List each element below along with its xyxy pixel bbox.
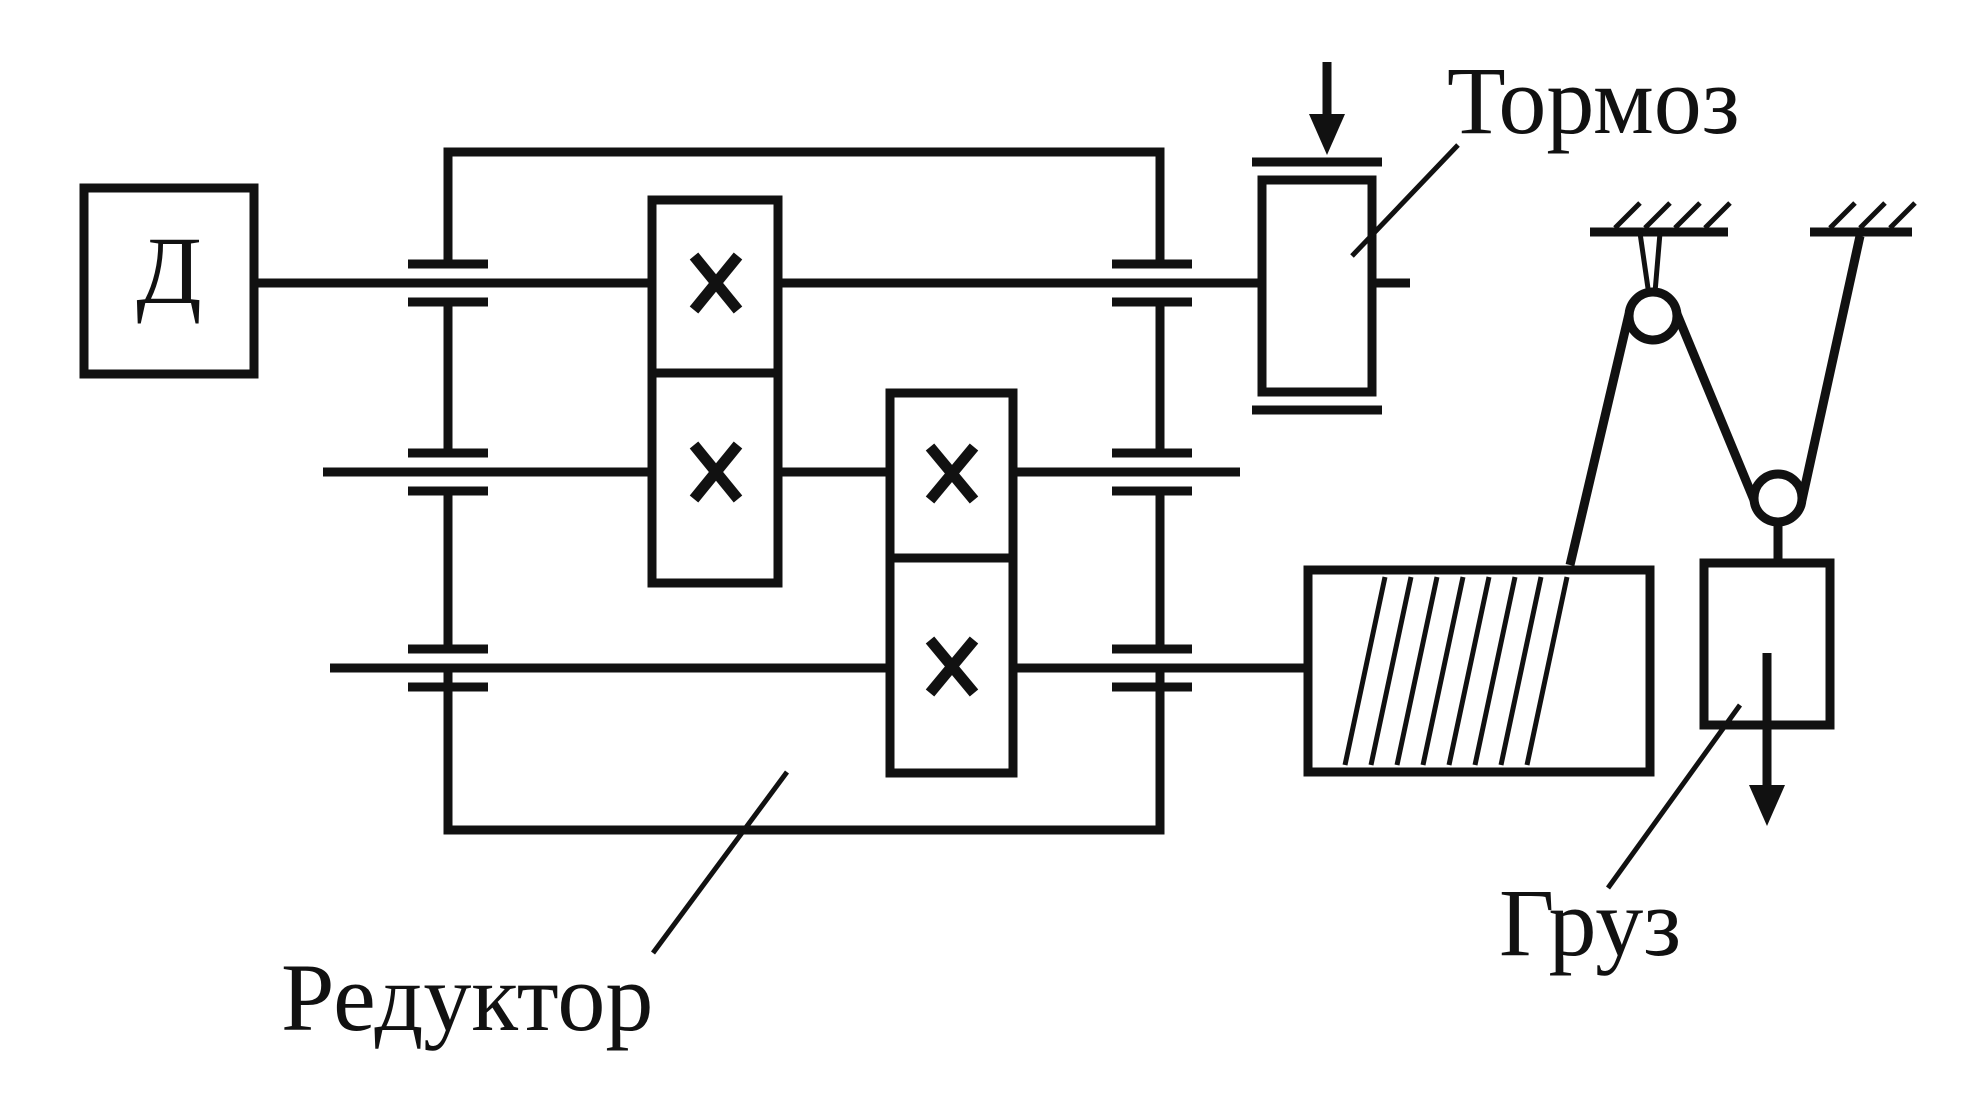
brake [1252, 62, 1410, 415]
brake-label: Тормоз [1447, 47, 1740, 154]
rope [1565, 235, 1865, 567]
reducer-leader-line [650, 770, 790, 955]
gear-pair-first-stage [647, 195, 783, 588]
reducer-housing [443, 147, 1165, 835]
weight-arrow-icon [1749, 653, 1785, 826]
bearing [408, 644, 488, 692]
ceiling-support [1810, 201, 1917, 237]
bearing [1112, 644, 1192, 692]
winding-drum [1303, 565, 1655, 777]
gear-pair-second-stage [885, 388, 1018, 778]
bearing [1112, 259, 1192, 307]
fixed-pulley [1624, 232, 1682, 345]
ceiling-support [1590, 201, 1732, 237]
bearing [1112, 448, 1192, 496]
gear-symbol [925, 636, 979, 697]
rope-coils [1342, 576, 1570, 766]
load [1699, 558, 1835, 826]
load-label: Груз [1499, 869, 1681, 976]
load-leader-line [1605, 703, 1743, 890]
moving-pulley [1749, 469, 1807, 563]
bearing [408, 259, 488, 307]
bearing [408, 448, 488, 496]
reducer-label: Редуктор [281, 944, 653, 1051]
motor: Д [79, 183, 259, 379]
gear-symbol [689, 252, 743, 314]
gear-symbol [689, 441, 743, 503]
force-arrow-icon [1309, 62, 1345, 155]
gear-symbol [925, 443, 979, 504]
brake-leader-line [1350, 143, 1460, 258]
motor-label: Д [136, 217, 201, 324]
